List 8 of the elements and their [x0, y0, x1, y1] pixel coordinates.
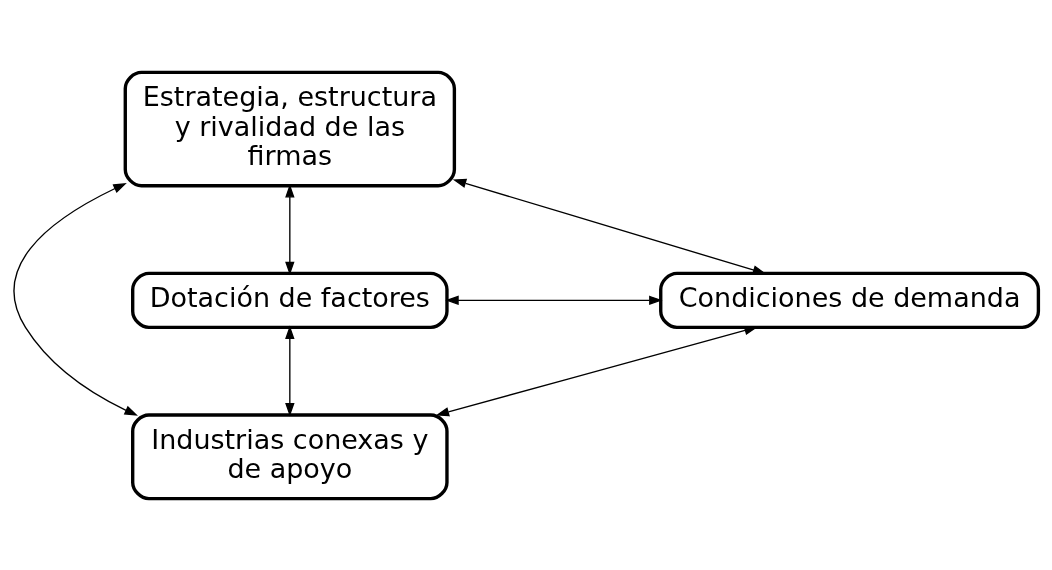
node-box: Industrias conexas y de apoyo — [131, 412, 449, 500]
arrow — [13, 182, 138, 416]
arrow — [452, 178, 767, 275]
arrow — [445, 295, 663, 305]
node-box: Estrategia, estructura y rivalidad de las firmas — [123, 70, 457, 187]
arrow — [285, 324, 295, 417]
node-box: Condiciones de demanda — [659, 271, 1041, 329]
node-box: Dotación de factores — [131, 271, 449, 329]
